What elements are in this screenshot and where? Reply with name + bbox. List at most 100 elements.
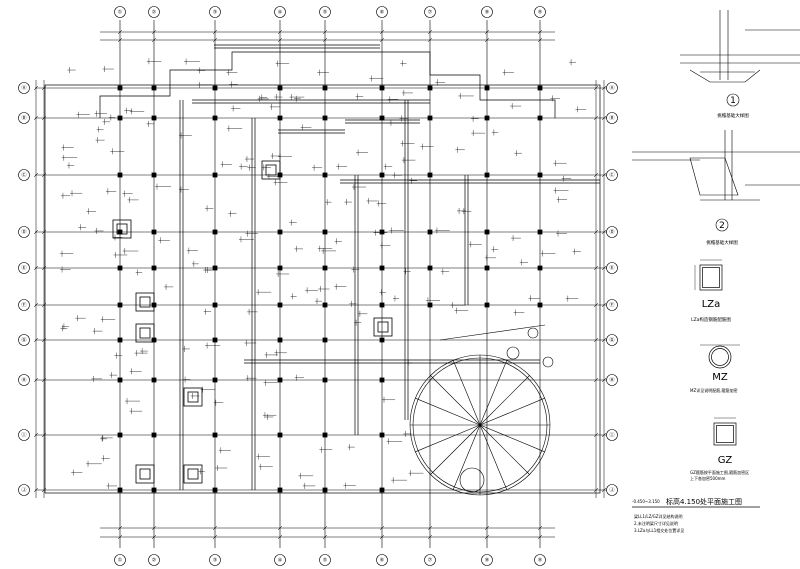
axis-right-label: Ⓙ: [609, 487, 614, 494]
detail-2: [632, 130, 800, 232]
axis-top-bubble: [424, 6, 436, 18]
axis-bottom-label: ⑤: [323, 558, 327, 564]
axis-bottom-bubble: [148, 554, 160, 566]
detail-1-mark: 1: [730, 96, 736, 106]
lza-section: [694, 259, 723, 291]
dimension-lines: [33, 29, 607, 540]
axis-top-label: ①: [118, 10, 123, 16]
columns: [112, 85, 543, 493]
axis-top-label: ②: [152, 10, 157, 16]
plan-title: 标高4.150处平面施工图: [666, 497, 742, 506]
grid-lines: [35, 20, 610, 548]
axis-right-label: Ⓐ: [609, 85, 614, 92]
axis-left-bubble: [18, 226, 30, 238]
axis-right-bubble: [606, 262, 618, 274]
axis-top-label: ③: [213, 10, 217, 16]
axis-right-label: Ⓕ: [609, 302, 614, 309]
axis-bottom-label: ⑥: [380, 558, 385, 564]
axis-left-label: Ⓑ: [21, 115, 26, 122]
axis-left-bubble: [18, 429, 30, 441]
mz-label: MZ: [712, 372, 728, 383]
axis-left-label: Ⓔ: [21, 265, 26, 272]
axis-bottom-bubble: [481, 554, 493, 566]
axis-top-bubble: [376, 6, 388, 18]
note-3: 3.LZa与LL1相交处位置详见: [634, 527, 684, 533]
axis-top-label: ⑨: [538, 10, 542, 16]
circular-room: [409, 324, 554, 496]
axis-left-bubble: [18, 299, 30, 311]
axis-bottom-label: ①: [118, 558, 123, 564]
axis-bottom-bubble: [424, 554, 436, 566]
axis-left-label: Ⓐ: [21, 85, 26, 92]
axis-left-label: Ⓙ: [21, 487, 26, 494]
gz-note-1: GZ箍筋按平面施工图,箍筋加密区: [690, 469, 749, 475]
axis-right-bubble: [606, 112, 618, 124]
mz-section: [700, 344, 740, 369]
axis-bottom-label: ③: [213, 558, 217, 564]
axis-right-bubble: [606, 334, 618, 346]
axis-left-label: Ⓓ: [21, 229, 26, 236]
axis-bottom-label: ②: [152, 558, 157, 564]
axis-right-label: Ⓘ: [609, 432, 614, 439]
axis-top-bubble: [209, 6, 221, 18]
note-1: 梁LL1/LZ/GZ详见结构说明: [634, 513, 683, 519]
axis-top-bubble: [534, 6, 546, 18]
detail-1: [680, 10, 800, 107]
axis-left-bubble: [18, 484, 30, 496]
axis-bottom-bubble: [209, 554, 221, 566]
axis-left-label: Ⓒ: [21, 172, 26, 179]
axis-top-bubble: [481, 6, 493, 18]
axis-right-bubble: [606, 429, 618, 441]
axis-top-label: ⑤: [323, 10, 327, 16]
axis-left-bubble: [18, 169, 30, 181]
beam-lines: [44, 44, 601, 494]
lza-title: LZa构造钢筋配筋图: [691, 316, 731, 323]
axis-bottom-bubble: [274, 554, 286, 566]
axis-bottom-label: ④: [278, 558, 283, 564]
axis-bottom-label: ⑨: [538, 558, 542, 564]
axis-left-label: Ⓖ: [21, 337, 26, 344]
axis-top-label: ⑥: [380, 10, 385, 16]
axis-top-label: ④: [278, 10, 283, 16]
axis-top-label: ⑦: [428, 10, 433, 16]
axis-right-bubble: [606, 169, 618, 181]
axis-right-label: Ⓑ: [609, 115, 614, 122]
axis-left-label: Ⓕ: [21, 302, 26, 309]
mz-note: MZ详见说明配筋,箍筋加密: [690, 387, 737, 393]
axis-right-bubble: [606, 226, 618, 238]
axis-bottom-bubble: [319, 554, 331, 566]
axis-left-bubble: [18, 82, 30, 94]
axis-bottom-label: ⑧: [485, 558, 490, 564]
axis-bottom-bubble: [534, 554, 546, 566]
axis-right-bubble: [606, 82, 618, 94]
detail-1-title: 挑檐基础大样图: [717, 112, 749, 119]
axis-bottom-bubble: [376, 554, 388, 566]
axis-right-label: Ⓖ: [609, 337, 614, 344]
outer-wall: [44, 84, 601, 494]
beam-annotations: [60, 58, 587, 489]
axis-left-bubble: [18, 374, 30, 386]
lza-label: LZa: [702, 299, 721, 310]
axis-left-bubble: [18, 334, 30, 346]
axis-right-label: Ⓒ: [609, 172, 614, 179]
axis-left-bubble: [18, 112, 30, 124]
gz-label: GZ: [718, 455, 733, 466]
axis-right-label: Ⓗ: [609, 377, 614, 384]
note-2: 2.未注明梁尺寸详见说明: [634, 520, 678, 526]
scale-prefix: -0.450~3.150: [632, 499, 660, 504]
axis-bottom-label: ⑦: [428, 558, 433, 564]
axis-bottom-bubble: [114, 554, 126, 566]
axis-left-label: Ⓗ: [21, 377, 26, 384]
axis-right-bubble: [606, 299, 618, 311]
axis-top-label: ⑧: [485, 10, 490, 16]
axis-top-bubble: [319, 6, 331, 18]
axis-left-bubble: [18, 262, 30, 274]
axis-left-label: Ⓘ: [21, 432, 26, 439]
axis-right-bubble: [606, 374, 618, 386]
axis-right-bubble: [606, 484, 618, 496]
detail-2-title: 挑檐基础大样图: [706, 239, 738, 246]
axis-right-label: Ⓓ: [609, 229, 614, 236]
gz-section: [713, 417, 737, 446]
